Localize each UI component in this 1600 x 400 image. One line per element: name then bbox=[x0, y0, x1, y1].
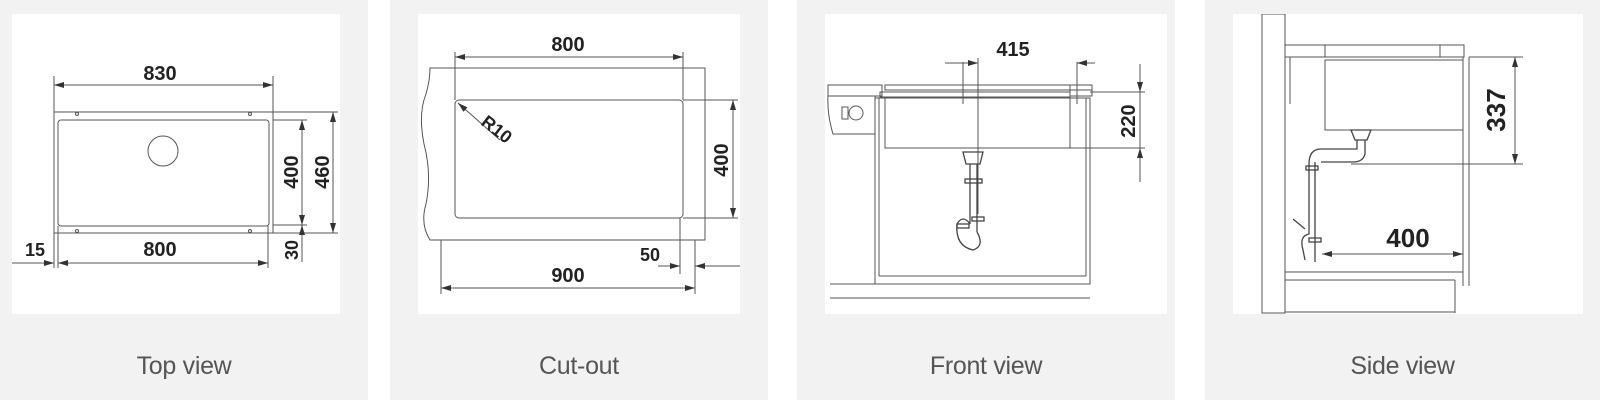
side-view-drawing: 337 400 bbox=[1233, 14, 1583, 314]
front-view-drawing: 415 220 bbox=[825, 14, 1167, 314]
dim-460: 460 bbox=[312, 155, 334, 188]
dim-220: 220 bbox=[1118, 104, 1140, 137]
caption-cut-out: Cut-out bbox=[539, 352, 619, 380]
dim-900: 900 bbox=[551, 265, 584, 287]
caption-top-view: Top view bbox=[136, 352, 232, 380]
top-view-panel: 830 400 460 30 800 15 Top view bbox=[0, 0, 368, 400]
dim-30: 30 bbox=[282, 240, 302, 260]
cut-out-panel: 800 R10 400 900 50 Cut-out bbox=[390, 0, 768, 400]
dim-800: 800 bbox=[551, 34, 584, 56]
dim-15: 15 bbox=[25, 240, 45, 260]
side-view-panel: 337 400 Side view bbox=[1205, 0, 1600, 400]
dim-400: 400 bbox=[711, 143, 733, 176]
caption-side-view: Side view bbox=[1350, 352, 1455, 380]
dim-830: 830 bbox=[143, 63, 176, 85]
dim-r10: R10 bbox=[478, 111, 516, 147]
cut-out-drawing: 800 R10 400 900 50 bbox=[418, 14, 740, 314]
dim-400: 400 bbox=[1386, 223, 1429, 253]
dim-400: 400 bbox=[281, 155, 303, 188]
caption-front-view: Front view bbox=[929, 352, 1043, 380]
dim-415: 415 bbox=[996, 39, 1029, 61]
dim-800: 800 bbox=[143, 239, 176, 261]
front-view-panel: 415 220 Front view bbox=[797, 0, 1175, 400]
dim-50: 50 bbox=[640, 245, 660, 265]
top-view-drawing: 830 400 460 30 800 15 bbox=[12, 14, 340, 314]
dim-337: 337 bbox=[1481, 88, 1511, 131]
